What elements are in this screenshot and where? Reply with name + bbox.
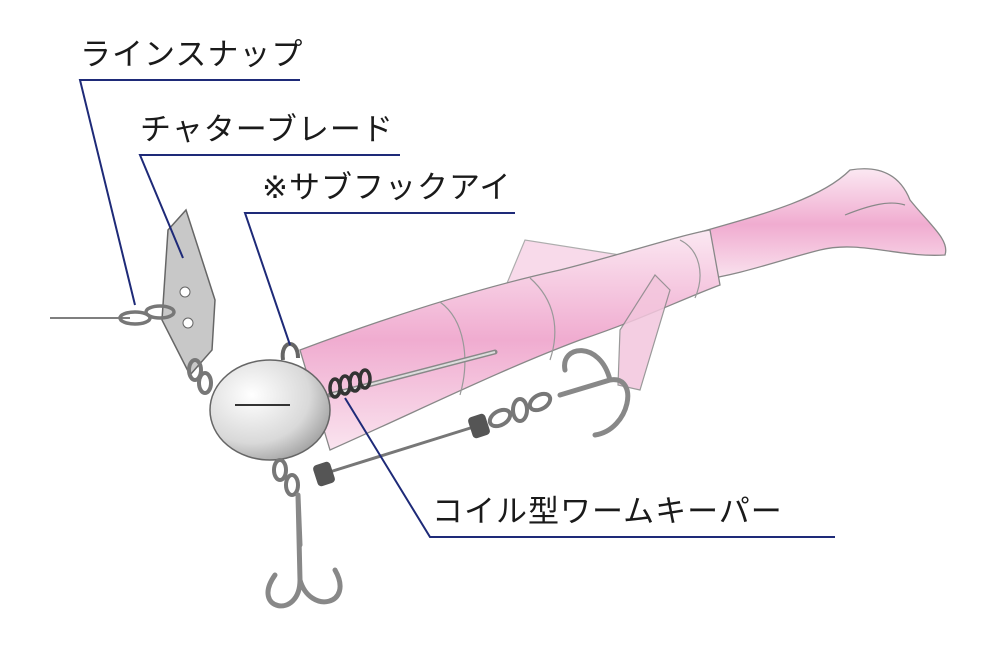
tail [689, 168, 947, 281]
coil-worm-keeper [328, 368, 372, 399]
jig-head [209, 359, 331, 461]
belly-fin [617, 274, 671, 391]
label-sub-hook-eye: ※サブフックアイ [262, 170, 512, 206]
line-snap [118, 304, 176, 326]
front-treble-hook [265, 492, 343, 609]
leader-lines [78, 79, 835, 538]
rear-treble-hook [557, 348, 631, 438]
sub-hook-eye [280, 342, 300, 361]
worm-body [299, 229, 721, 451]
label-chatter-blade: チャターブレード [140, 112, 394, 148]
label-coil-worm-keeper: コイル型ワームキーパー [432, 494, 783, 530]
label-line-snap: ラインスナップ [80, 37, 304, 73]
